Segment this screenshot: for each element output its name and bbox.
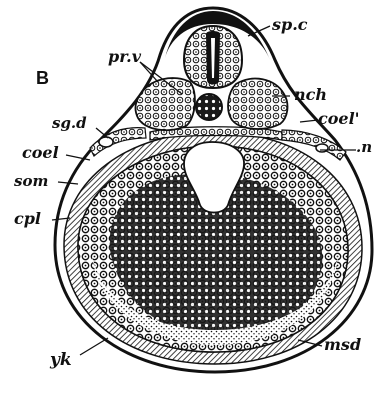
nephric-duct-right [316,144,328,152]
label-n: .n [356,138,372,156]
label-spinal-cord: sp.c [271,15,308,34]
segmental-duct-left [99,137,113,147]
label-coelom: coel [22,143,59,162]
label-segmental-duct: sg.d [52,114,87,132]
label-yolk: yk [49,350,72,370]
label-notochord: nch [294,85,327,104]
label-protovertebra: pr.v [108,47,142,66]
panel-label: B [36,68,49,88]
label-coelom-prime: coel' [318,109,360,128]
protovertebra-left [136,78,195,130]
label-somatopleure: som [14,172,48,190]
label-splanchnopleure: cpl [14,209,41,228]
notochord [196,94,222,120]
label-mesoderm: msd [324,335,361,354]
protovertebra-right [228,79,287,129]
